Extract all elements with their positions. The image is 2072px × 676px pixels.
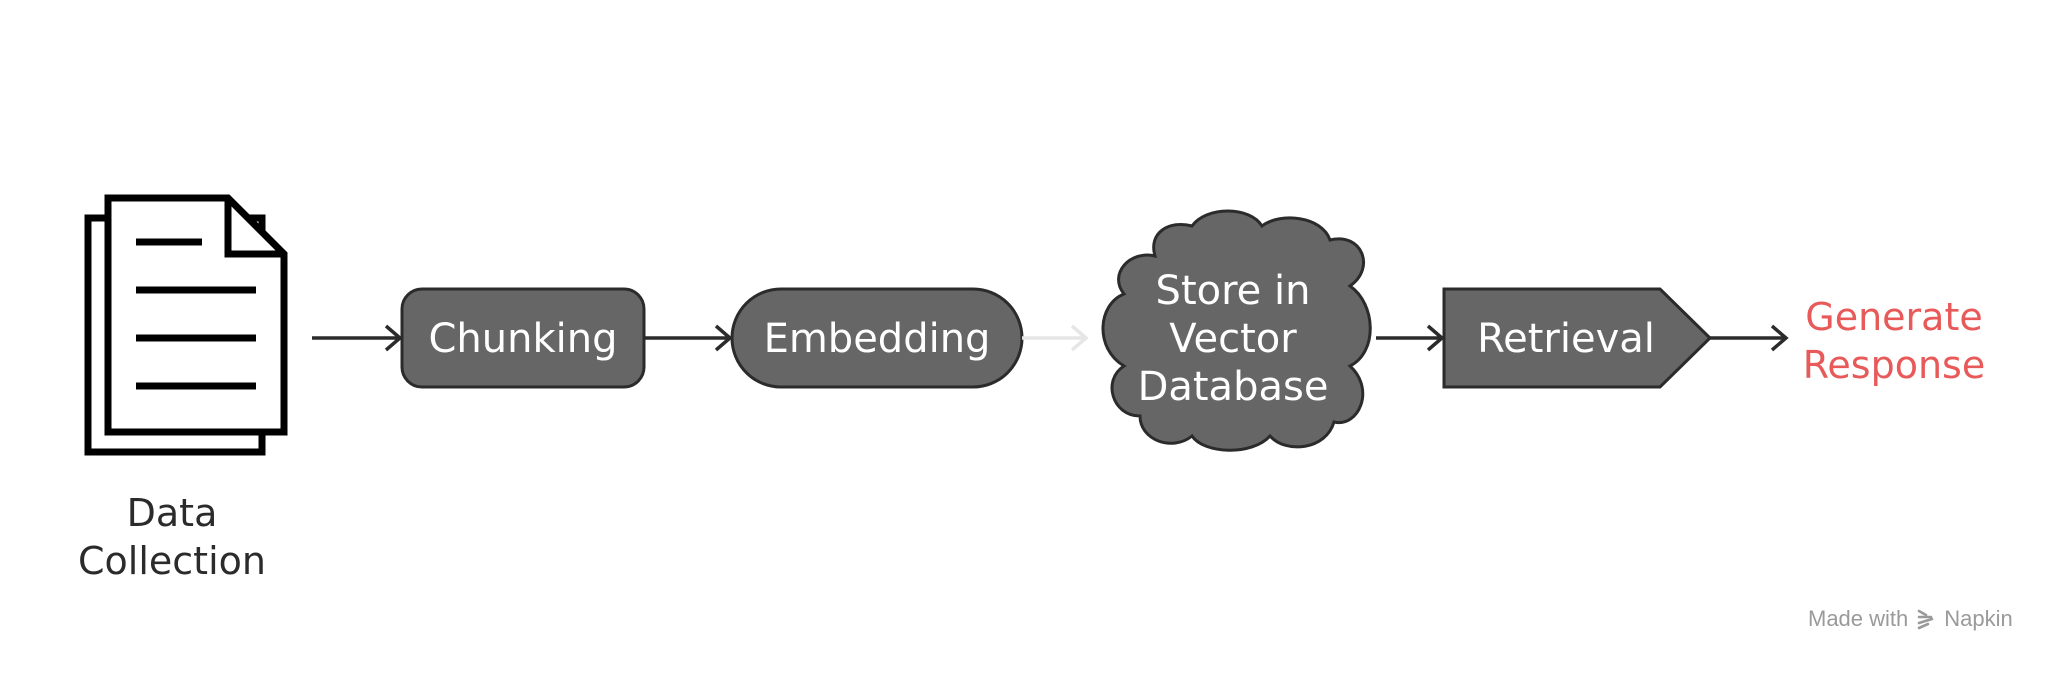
arrow-store-to-retrieval [1376,324,1445,352]
arrow-retrieval-to-response [1710,324,1789,352]
chunking-label: Chunking [428,316,617,362]
document-stack-icon [84,194,288,456]
napkin-logo-icon [1917,609,1934,630]
vector-database-label-line1: Store in [1156,268,1311,314]
vector-database-label-line3: Database [1138,364,1329,410]
generate-response-label-line1: Generate [1805,295,1982,339]
generate-response-label-line2: Response [1803,343,1986,387]
retrieval-label: Retrieval [1477,316,1655,362]
made-with-label: Made with [1808,606,1909,631]
arrow-embedding-to-store [1022,324,1089,352]
arrow-chunking-to-embedding [644,324,733,352]
napkin-watermark: Made with Napkin [1808,606,2013,632]
vector-database-node: Store in Vector Database [1101,209,1372,452]
embedding-label: Embedding [764,316,991,362]
retrieval-node: Retrieval [1442,287,1713,389]
vector-database-label-line2: Vector [1169,316,1297,362]
data-collection-label-line2: Collection [78,539,266,583]
chunking-node: Chunking [400,287,646,389]
embedding-node: Embedding [730,287,1024,389]
data-collection-label-line1: Data [127,491,218,535]
napkin-brand-label: Napkin [1944,606,2013,631]
arrow-data-to-chunking [312,324,403,352]
